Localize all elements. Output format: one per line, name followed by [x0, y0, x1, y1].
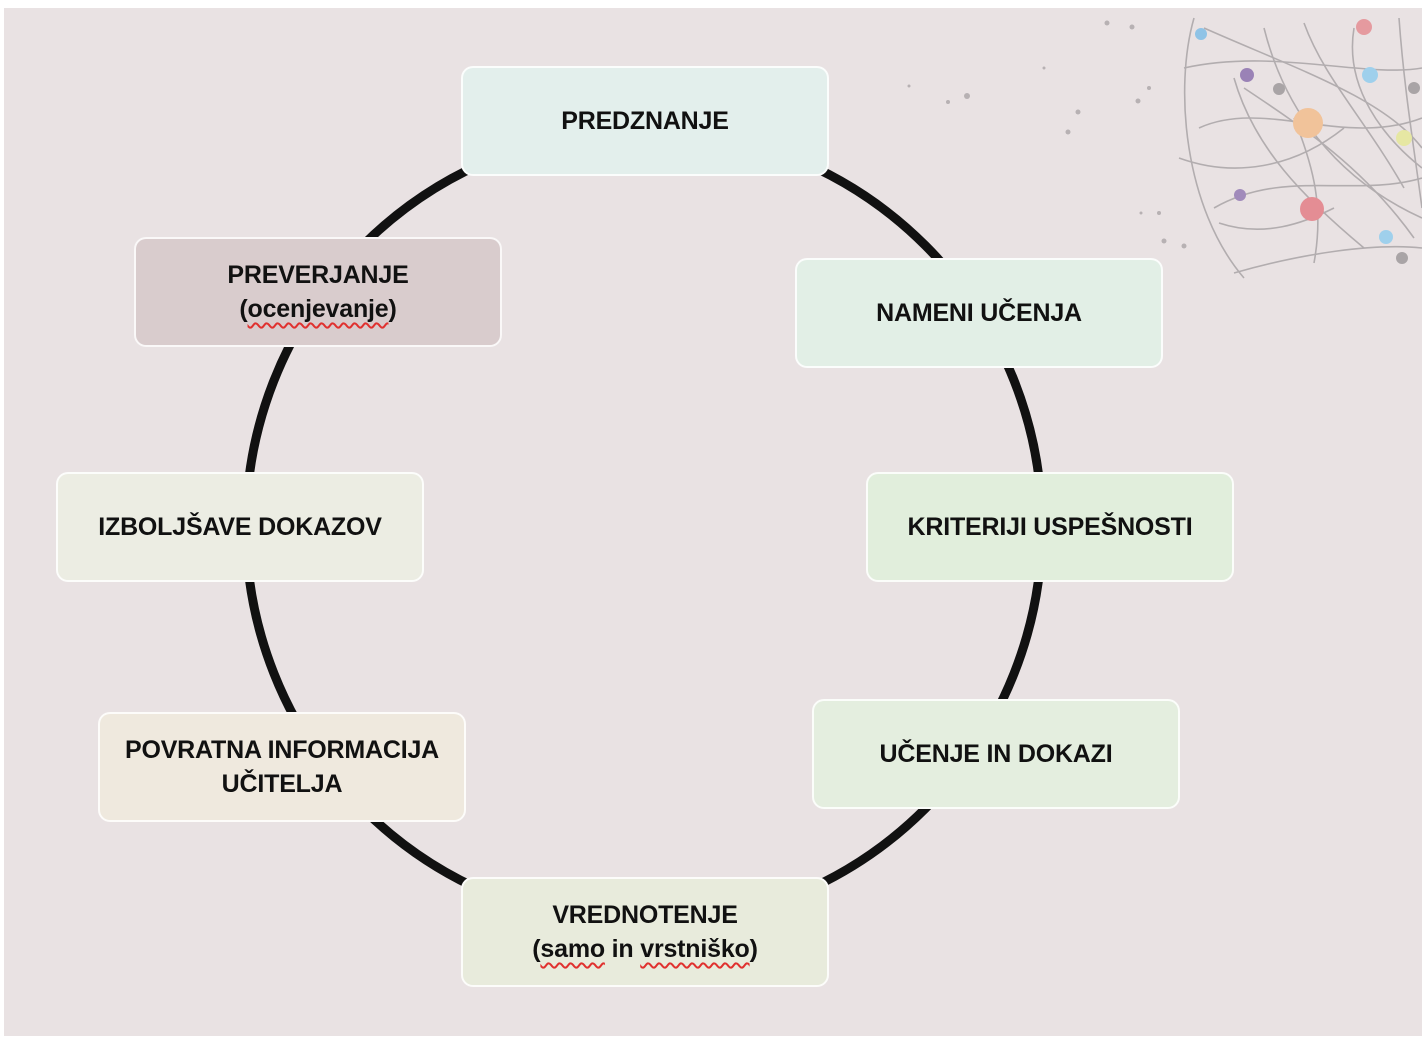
node-label-line: NAMENI UČENJA	[876, 299, 1082, 327]
node-izboljsave-dokazov: IZBOLJŠAVE DOKAZOV	[56, 472, 424, 582]
label-fragment: in	[604, 935, 641, 963]
node-label-line: (samo in vrstniško)	[532, 932, 758, 966]
spellcheck-flagged-word: vrstniško	[640, 935, 750, 963]
node-label-line: UČITELJA	[221, 770, 343, 798]
network-decoration	[907, 17, 1422, 279]
label-fragment: )	[388, 295, 397, 323]
label-fragment: (	[532, 935, 541, 963]
spellcheck-flagged-word: samo	[540, 935, 605, 963]
spellcheck-flagged-word: ocenjevanje	[247, 295, 389, 323]
node-label-line: UČENJE IN DOKAZI	[879, 740, 1113, 768]
node-label-line: KRITERIJI USPEŠNOSTI	[907, 513, 1193, 541]
label-fragment: )	[749, 935, 758, 963]
node-kriteriji-uspesnosti: KRITERIJI USPEŠNOSTI	[866, 472, 1234, 582]
node-predznanje: PREDZNANJE	[461, 66, 829, 176]
node-label-line: POVRATNA INFORMACIJA	[124, 736, 440, 764]
slide-canvas: PREDZNANJE NAMENI UČENJA KRITERIJI USPEŠ…	[4, 8, 1422, 1036]
node-label-line: VREDNOTENJE	[552, 901, 738, 929]
label-fragment: (	[239, 295, 248, 323]
node-ucenje-in-dokazi: UČENJE IN DOKAZI	[812, 699, 1180, 809]
node-label-line: IZBOLJŠAVE DOKAZOV	[98, 513, 382, 541]
node-vrednotenje: VREDNOTENJE (samo in vrstniško)	[461, 877, 829, 987]
node-povratna-informacija: POVRATNA INFORMACIJA UČITELJA	[98, 712, 466, 822]
node-label-line: (ocenjevanje)	[239, 292, 396, 326]
node-nameni-ucenja: NAMENI UČENJA	[795, 258, 1163, 368]
node-label-line: PREVERJANJE	[227, 261, 409, 289]
node-label-line: PREDZNANJE	[561, 107, 729, 135]
node-preverjanje: PREVERJANJE (ocenjevanje)	[134, 237, 502, 347]
